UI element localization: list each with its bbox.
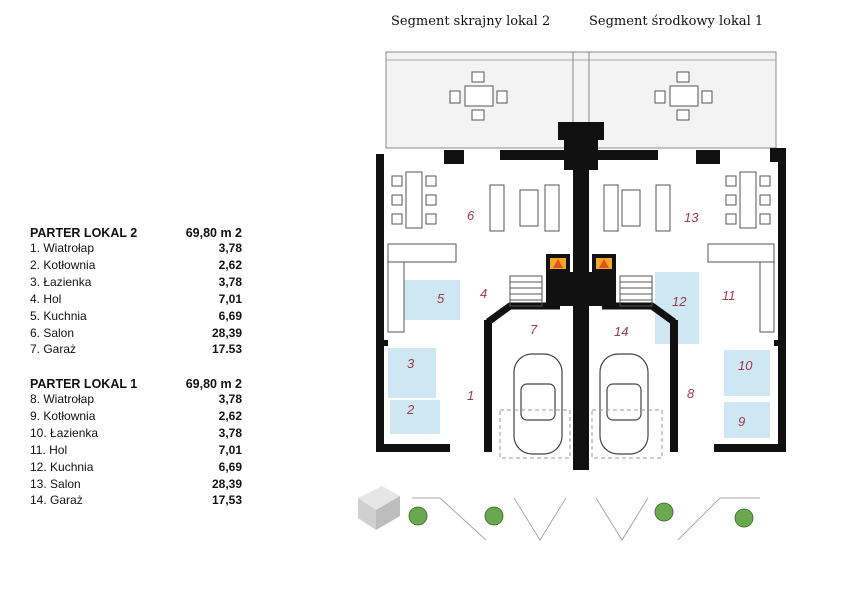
room-label-2: 2 <box>406 402 415 417</box>
wet-rooms <box>388 272 770 438</box>
legend-row: 4. Hol 7,01 <box>30 291 242 308</box>
terrace-table-left <box>449 71 508 121</box>
legend-row: 14. Garaż 17,53 <box>30 492 242 509</box>
garage-doors <box>499 409 663 459</box>
plant-icons <box>408 502 754 528</box>
room-area: 6,69 <box>218 308 242 323</box>
room-label-6: 6 <box>467 208 475 223</box>
legend-lokal-1-title: PARTER LOKAL 1 <box>30 377 138 391</box>
room-name: 9. Kotłownia <box>30 408 96 423</box>
fireplace-left <box>546 254 570 272</box>
legend-row: 13. Salon 28,39 <box>30 476 242 493</box>
room-area: 2,62 <box>218 408 242 423</box>
room-area: 6,69 <box>218 459 242 474</box>
room-name: 1. Wiatrołap <box>30 241 95 255</box>
room-area: 28,39 <box>211 476 242 491</box>
stairs-right <box>619 275 653 307</box>
room-name: 10. Łazienka <box>30 425 99 440</box>
terrace-table-right <box>654 71 713 121</box>
room-area: 17.53 <box>211 342 242 357</box>
room-area: 3,78 <box>218 274 242 289</box>
room-area: 2,62 <box>218 257 242 272</box>
legend-row: 7. Garaż 17.53 <box>30 341 242 358</box>
room-name: 8. Wiatrołap <box>30 392 95 406</box>
room-label-13: 13 <box>684 210 699 225</box>
room-label-10: 10 <box>738 358 753 373</box>
room-labels: 1 2 3 4 5 6 7 8 9 10 11 12 13 14 <box>406 208 753 429</box>
legend-lokal-2-header: PARTER LOKAL 2 69,80 m 2 <box>30 226 242 240</box>
room-name: 13. Salon <box>30 476 81 491</box>
room-label-14: 14 <box>614 324 628 339</box>
room-name: 11. Hol <box>30 442 68 457</box>
legend-row: 6. Salon 28,39 <box>30 325 242 342</box>
room-label-7: 7 <box>530 322 538 337</box>
legend-row: 8. Wiatrołap 3,78 <box>30 391 242 408</box>
legend-lokal-1-area: 69,80 m 2 <box>185 377 242 391</box>
stairs-left <box>509 275 543 307</box>
room-area: 3,78 <box>218 425 242 440</box>
legend-row: 5. Kuchnia 6,69 <box>30 308 242 325</box>
room-area: 3,78 <box>218 392 242 406</box>
room-label-8: 8 <box>687 386 695 401</box>
room-label-3: 3 <box>407 356 415 371</box>
room-name: 7. Garaż <box>30 342 77 357</box>
legend-lokal-2-area: 69,80 m 2 <box>185 226 242 240</box>
room-name: 2. Kotłownia <box>30 257 96 272</box>
room-area: 7,01 <box>218 442 242 457</box>
room-label-12: 12 <box>672 294 687 309</box>
driveway <box>412 497 760 541</box>
room-label-5: 5 <box>437 291 445 306</box>
segment-right-title: Segment środkowy lokal 1 <box>589 14 763 29</box>
legend-row: 12. Kuchnia 6,69 <box>30 459 242 476</box>
walls <box>376 122 786 470</box>
legend-row: 11. Hol 7,01 <box>30 442 242 459</box>
legend-row: 2. Kotłownia 2,62 <box>30 257 242 274</box>
legend-lokal-1-header: PARTER LOKAL 1 69,80 m 2 <box>30 377 242 391</box>
car-right <box>599 353 649 455</box>
room-label-4: 4 <box>480 286 487 301</box>
logo-cube-icon <box>358 486 400 530</box>
room-area: 7,01 <box>218 291 242 306</box>
room-name: 14. Garaż <box>30 493 83 508</box>
room-label-1: 1 <box>467 388 474 403</box>
room-area: 17,53 <box>211 493 242 508</box>
sofa-left <box>489 184 560 232</box>
fireplace-right <box>592 254 616 272</box>
room-name: 4. Hol <box>30 291 62 306</box>
room-name: 6. Salon <box>30 325 75 340</box>
room-name: 3. Łazienka <box>30 274 92 289</box>
room-area: 3,78 <box>218 241 242 255</box>
legend-row: 1. Wiatrołap 3,78 <box>30 240 242 257</box>
legend-lokal-2: PARTER LOKAL 2 69,80 m 2 1. Wiatrołap 3,7… <box>30 226 242 358</box>
legend-lokal-2-title: PARTER LOKAL 2 <box>30 226 138 240</box>
room-label-11: 11 <box>722 288 736 303</box>
legend-row: 3. Łazienka 3,78 <box>30 274 242 291</box>
legend-row: 10. Łazienka 3,78 <box>30 425 242 442</box>
kitchen-counters <box>387 243 775 333</box>
legend-lokal-1: PARTER LOKAL 1 69,80 m 2 8. Wiatrołap 3,7… <box>30 377 242 509</box>
dining-table-left <box>391 171 437 229</box>
legend-row: 9. Kotłownia 2,62 <box>30 408 242 425</box>
room-name: 12. Kuchnia <box>30 459 94 474</box>
sofa-right <box>603 184 671 232</box>
room-name: 5. Kuchnia <box>30 308 87 323</box>
segment-left-title: Segment skrajny lokal 2 <box>391 14 550 29</box>
room-area: 28,39 <box>211 325 242 340</box>
room-label-9: 9 <box>738 414 745 429</box>
dining-table-right <box>725 171 771 229</box>
car-left <box>513 353 563 455</box>
